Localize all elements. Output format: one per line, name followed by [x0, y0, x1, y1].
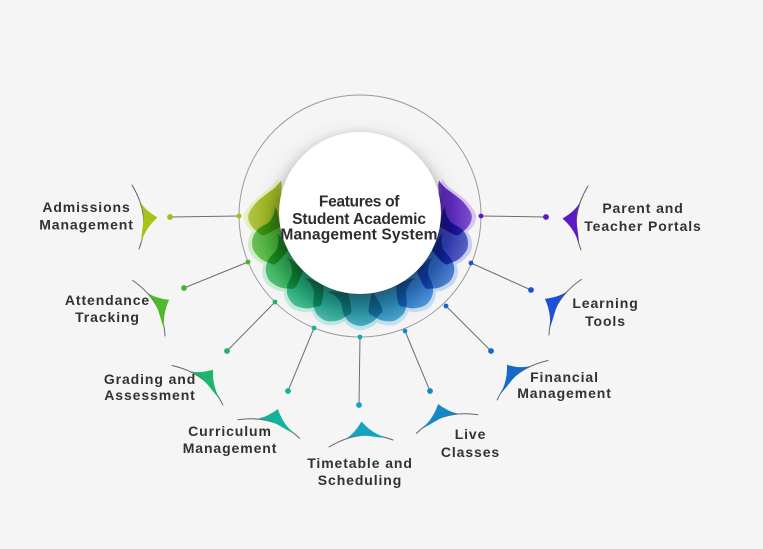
- svg-text:Grading and: Grading and: [104, 371, 196, 387]
- svg-text:Tracking: Tracking: [75, 309, 140, 325]
- svg-text:Management: Management: [517, 385, 612, 401]
- svg-text:Live: Live: [455, 426, 487, 442]
- svg-text:Learning: Learning: [572, 295, 638, 311]
- svg-text:Management System: Management System: [280, 226, 437, 243]
- svg-text:Management: Management: [183, 440, 278, 456]
- svg-text:Admissions: Admissions: [42, 199, 130, 215]
- svg-text:Curriculum: Curriculum: [188, 423, 272, 439]
- svg-text:Management: Management: [39, 217, 134, 233]
- svg-text:Student Academic: Student Academic: [292, 211, 426, 228]
- svg-text:Financial: Financial: [530, 369, 599, 385]
- svg-text:Attendance: Attendance: [65, 292, 150, 308]
- svg-text:Assessment: Assessment: [104, 387, 196, 403]
- svg-text:Parent and: Parent and: [602, 200, 683, 216]
- svg-text:Classes: Classes: [441, 444, 500, 460]
- svg-text:Tools: Tools: [585, 313, 626, 329]
- svg-text:Teacher Portals: Teacher Portals: [584, 218, 702, 234]
- svg-text:Scheduling: Scheduling: [318, 472, 402, 488]
- svg-text:Features of: Features of: [319, 193, 400, 210]
- svg-text:Timetable and: Timetable and: [307, 455, 413, 471]
